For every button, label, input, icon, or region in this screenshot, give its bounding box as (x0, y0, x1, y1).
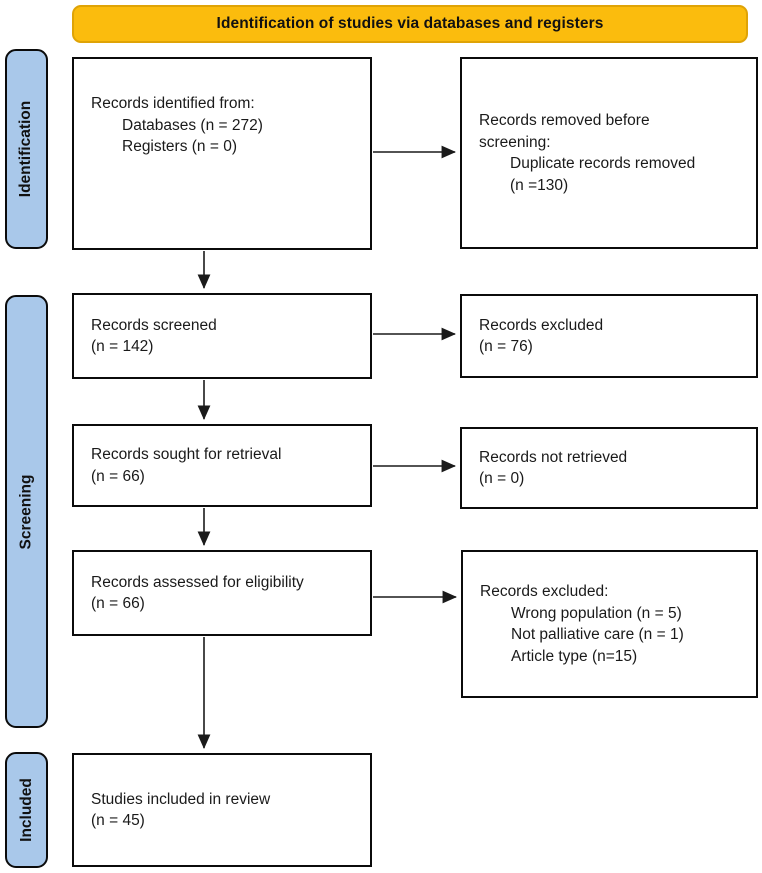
box-text-line: (n =130) (510, 176, 569, 194)
banner-title: Identification of studies via databases … (216, 15, 604, 32)
stage-identification: Identification (5, 49, 48, 249)
box-text-line: Not palliative care (n = 1) (511, 626, 684, 643)
box-text-line: Records removed before (479, 112, 650, 129)
box-records-not-retrieved: Records not retrieved (n = 0) (460, 427, 758, 509)
stage-included-label: Included (17, 778, 35, 842)
box-text-line: (n = 45) (91, 812, 145, 829)
stage-screening: Screening (5, 295, 48, 728)
box-records-removed-before-screening: Records removed before screening: Duplic… (460, 57, 758, 249)
box-text-line: Records assessed for eligibility (91, 573, 304, 591)
box-records-excluded: Records excluded (n = 76) (460, 294, 758, 378)
box-text-line: Article type (n=15) (511, 647, 638, 665)
box-text-line: Registers (n = 0) (122, 138, 238, 156)
banner: Identification of studies via databases … (72, 5, 748, 43)
box-text-line: screening: (479, 133, 551, 151)
stage-identification-label: Identification (17, 100, 35, 198)
stage-screening-label: Screening (17, 474, 35, 549)
box-studies-included-in-review: Studies included in review (n = 45) (72, 753, 372, 867)
box-text-line: (n = 66) (91, 595, 145, 612)
box-text-line: (n = 0) (479, 470, 525, 487)
box-text-line: (n = 142) (91, 338, 154, 355)
box-records-sought-for-retrieval: Records sought for retrieval (n = 66) (72, 424, 372, 507)
box-text-line: Records sought for retrieval (91, 446, 282, 463)
box-text-line: Duplicate records removed (510, 155, 696, 172)
box-records-screened: Records screened (n = 142) (72, 293, 372, 379)
box-text-line: (n = 66) (91, 467, 145, 485)
box-text-line: Records identified from: (91, 95, 255, 113)
box-text-line: Studies included in review (91, 790, 271, 808)
box-records-excluded-eligibility: Records excluded: Wrong population (n = … (461, 550, 758, 698)
box-records-identified: Records identified from: Databases (n = … (72, 57, 372, 250)
box-text-line: Records excluded (479, 316, 604, 334)
box-records-assessed-for-eligibility: Records assessed for eligibility (n = 66… (72, 550, 372, 636)
box-text-line: (n = 76) (479, 338, 533, 355)
box-text-line: Wrong population (n = 5) (511, 604, 682, 622)
stage-included: Included (5, 752, 48, 868)
box-text-line: Records not retrieved (479, 448, 628, 466)
box-text-line: Records screened (91, 316, 217, 334)
box-text-line: Databases (n = 272) (122, 116, 263, 134)
box-text-line: Records excluded: (480, 583, 609, 600)
